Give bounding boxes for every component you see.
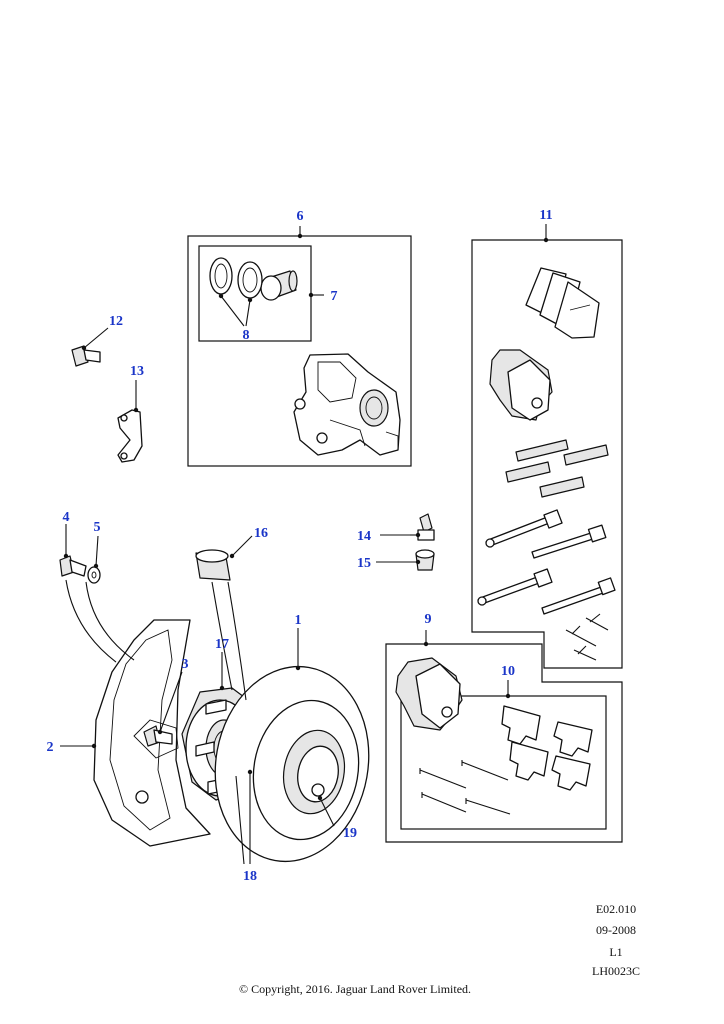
callout-16[interactable]: 16 — [254, 526, 268, 541]
piston — [260, 270, 298, 301]
ref-number: E02.010 — [596, 902, 636, 916]
fitting-kit-box — [400, 695, 607, 830]
callout-7[interactable]: 7 — [331, 289, 338, 304]
copyright-text: © Copyright, 2016. Jaguar Land Rover Lim… — [239, 982, 471, 996]
ref-level: L1 — [609, 945, 622, 959]
callout-2[interactable]: 2 — [47, 740, 54, 755]
callout-8[interactable]: 8 — [243, 328, 250, 343]
callout-6[interactable]: 6 — [297, 209, 304, 224]
washer-5 — [87, 566, 101, 584]
ref-date: 09-2008 — [596, 923, 636, 937]
seal-rings — [209, 257, 263, 299]
leader-lines — [60, 224, 547, 865]
spacer-16 — [195, 549, 231, 581]
bracket-13 — [117, 409, 143, 463]
bolt-12 — [71, 345, 101, 367]
pad-set-box — [385, 643, 623, 843]
callout-13[interactable]: 13 — [130, 364, 144, 379]
callout-18[interactable]: 18 — [243, 869, 257, 884]
callout-1[interactable]: 1 — [295, 613, 302, 628]
callout-11[interactable]: 11 — [539, 208, 552, 223]
callout-4[interactable]: 4 — [63, 510, 70, 525]
callout-5[interactable]: 5 — [94, 520, 101, 535]
caliper-body — [293, 353, 401, 456]
pad-set — [395, 657, 463, 731]
pad-kit-pads — [489, 349, 553, 421]
ref-code: LH0023C — [592, 964, 640, 978]
fitting-pins — [419, 760, 511, 815]
callout-12[interactable]: 12 — [109, 314, 123, 329]
brake-disc — [214, 665, 370, 863]
leader-dots — [63, 233, 549, 801]
callout-17[interactable]: 17 — [215, 637, 229, 652]
spring-clips — [565, 613, 609, 661]
bleed-screw — [417, 513, 435, 541]
anti-rattle-clips — [501, 705, 593, 791]
callout-14[interactable]: 14 — [357, 529, 371, 544]
callout-15[interactable]: 15 — [357, 556, 371, 571]
callout-10[interactable]: 10 — [501, 664, 515, 679]
callout-9[interactable]: 9 — [425, 612, 432, 627]
dust-cap — [415, 549, 435, 571]
guide-pins — [477, 509, 616, 615]
bolt-4 — [59, 555, 87, 577]
callout-3[interactable]: 3 — [182, 657, 189, 672]
pad-kit-box — [471, 239, 623, 669]
callout-19[interactable]: 19 — [343, 826, 357, 841]
pad-kit-shims — [525, 267, 600, 339]
pad-springs — [505, 439, 609, 498]
